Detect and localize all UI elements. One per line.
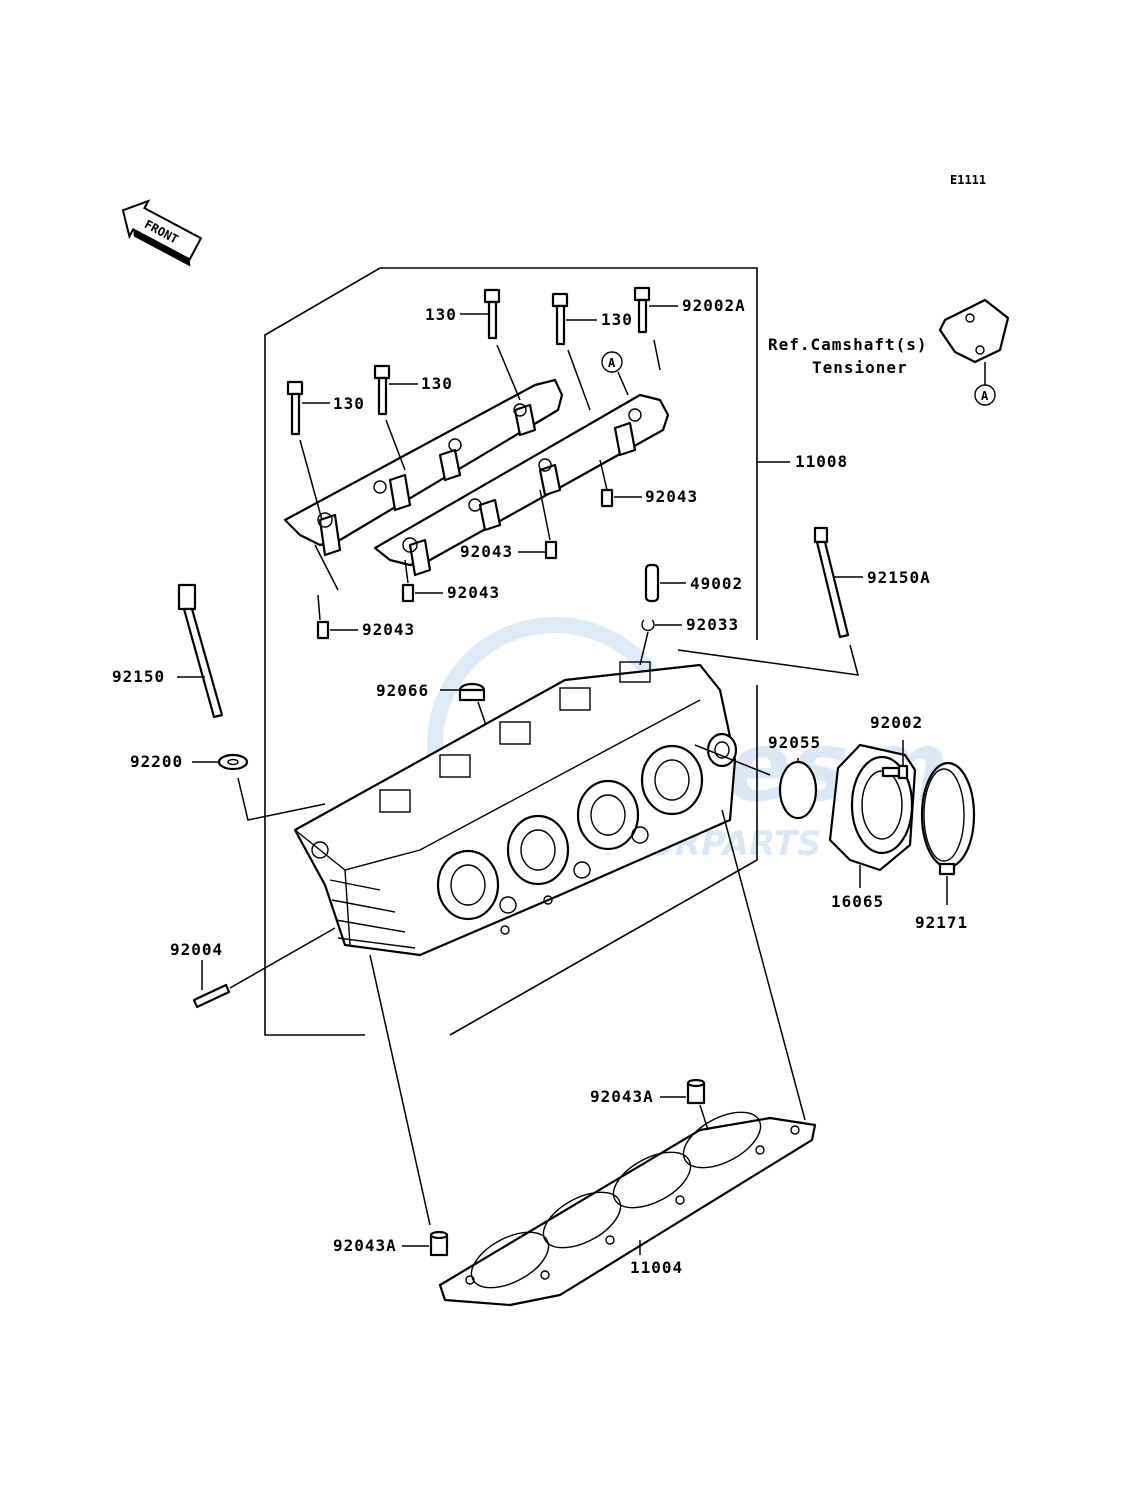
part-label-92004: 92004 [170, 940, 223, 959]
part-label-92043-a: 92043 [645, 487, 698, 506]
clip-92033 [639, 619, 682, 666]
stud-92004 [192, 927, 336, 1009]
head-gasket-11004 [438, 1111, 817, 1307]
dowel-92043A-bottom [402, 1230, 449, 1257]
bolt-130-d [551, 292, 597, 411]
dowel-92043-d [314, 544, 358, 640]
part-label-92055: 92055 [768, 733, 821, 752]
leader-oring-to-head [694, 744, 771, 776]
dowel-92043-b [518, 489, 558, 560]
part-label-92150A: 92150A [867, 568, 931, 587]
bolt-92150A [677, 526, 863, 676]
plug-49002 [644, 563, 686, 603]
bolt-92002A [633, 286, 678, 371]
part-label-130-a: 130 [333, 394, 365, 413]
assembly-frame-bottom [449, 685, 758, 1036]
camshaft-tensioner-bracket: A [938, 298, 1010, 406]
marker-a-circle-right [974, 384, 996, 406]
part-label-92200: 92200 [130, 752, 183, 771]
part-label-92043A-top: 92043A [590, 1087, 654, 1106]
camshaft-cap-right [373, 393, 670, 577]
part-label-92043-b: 92043 [460, 542, 513, 561]
part-label-92043-c: 92043 [447, 583, 500, 602]
reference-line1: Ref.Camshaft(s) [768, 335, 928, 354]
dowel-92043-a [599, 459, 642, 508]
part-label-92002: 92002 [870, 713, 923, 732]
front-arrow-icon: FRONT [121, 199, 203, 267]
leader-head-to-gasket [721, 809, 806, 1121]
part-label-130-b: 130 [421, 374, 453, 393]
part-label-130-d: 130 [601, 310, 633, 329]
marker-a-right: A [981, 389, 989, 403]
marker-a-top: A [608, 356, 616, 370]
bolt-130-a [286, 380, 330, 521]
clamp-92171 [920, 761, 976, 905]
camshaft-cap-left [283, 378, 564, 557]
part-label-92043-d: 92043 [362, 620, 415, 639]
part-label-16065: 16065 [831, 892, 884, 911]
part-label-92171: 92171 [915, 913, 968, 932]
dowel-92043A-top [660, 1078, 709, 1131]
part-label-49002: 49002 [690, 574, 743, 593]
bolt-92150 [177, 583, 224, 719]
assembly-frame-top [264, 267, 758, 1036]
part-label-130-c: 130 [425, 305, 457, 324]
bolt-130-b [373, 364, 418, 471]
part-label-92150: 92150 [112, 667, 165, 686]
bolt-92002 [881, 740, 909, 780]
bolt-130-c [460, 288, 521, 401]
dowel-92043-c [401, 559, 443, 603]
reference-line2: Tensioner [812, 358, 908, 377]
part-label-11004: 11004 [630, 1258, 683, 1277]
part-label-92066: 92066 [376, 681, 429, 700]
cylinder-head-11008 [293, 661, 738, 957]
oring-92055 [778, 758, 818, 820]
leader-head-to-dowel [369, 954, 431, 1226]
part-label-92002A: 92002A [682, 296, 746, 315]
washer-92200 [192, 753, 326, 821]
marker-a-circle-top [601, 351, 623, 373]
leader-marker-a [617, 371, 629, 396]
diagram-code: E1111 [950, 173, 986, 187]
part-label-92033: 92033 [686, 615, 739, 634]
part-label-92043A-bottom: 92043A [333, 1236, 397, 1255]
part-label-11008: 11008 [795, 452, 848, 471]
